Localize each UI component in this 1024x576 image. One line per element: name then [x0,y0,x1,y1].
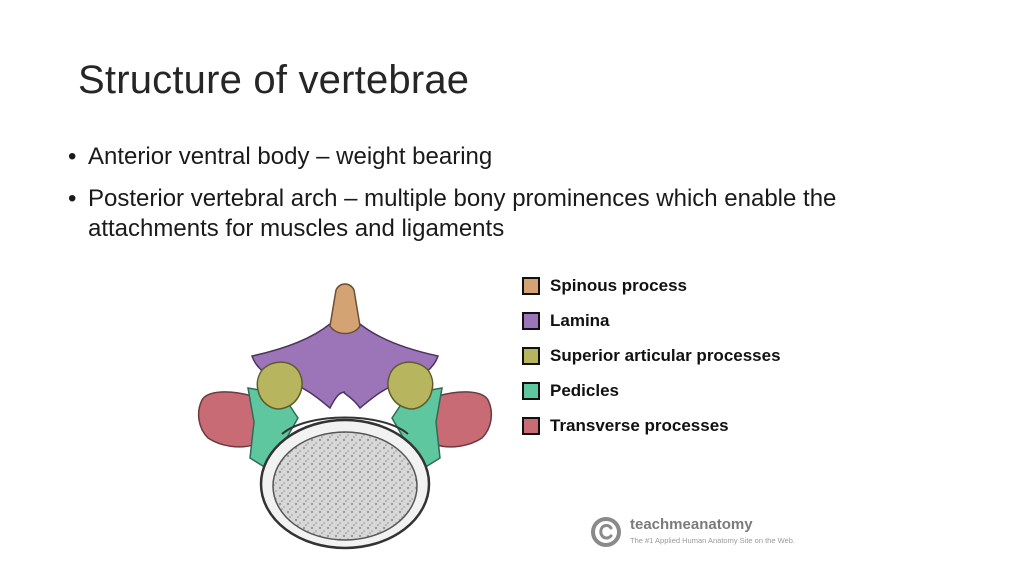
legend-swatch [522,416,540,435]
legend-swatch [522,381,540,400]
legend-label: Pedicles [550,380,619,400]
legend-item-superior-articular-processes: Superior articular processes [522,338,781,373]
figure-legend: Spinous process Lamina Superior articula… [522,268,781,443]
transverse-process-left [197,391,263,448]
bullet-text: Posterior vertebral arch – multiple bony… [88,185,837,242]
legend-label: Superior articular processes [550,345,781,365]
copyright-icon [591,517,621,547]
legend-swatch [522,346,540,365]
brand-watermark: teachmeanatomy The #1 Applied Human Anat… [590,514,830,550]
legend-item-spinous-process: Spinous process [522,268,781,303]
slide-title: Structure of vertebrae [78,58,470,102]
brand-name: teachmeanatomy [630,516,753,533]
legend-item-pedicles: Pedicles [522,373,781,408]
vertebra-illustration [197,283,493,550]
legend-item-lamina: Lamina [522,303,781,338]
bullet-item: • Anterior ventral body – weight bearing [68,142,948,172]
legend-swatch [522,311,540,330]
brand-tagline: The #1 Applied Human Anatomy Site on the… [630,536,795,545]
legend-item-transverse-processes: Transverse processes [522,408,781,443]
vertebral-foramen-edge [281,416,409,435]
spinous-process [329,283,361,335]
legend-label: Spinous process [550,275,687,295]
bullet-text: Anterior ventral body – weight bearing [88,143,493,170]
bullet-item: • Posterior vertebral arch – multiple bo… [68,184,948,244]
superior-articular-process-right [387,361,434,410]
lamina [251,323,439,410]
vertebral-body-core [272,431,418,541]
bullet-marker: • [68,143,77,170]
superior-articular-process-left [256,361,303,410]
legend-swatch [522,276,540,295]
bullet-marker: • [68,185,77,212]
legend-label: Transverse processes [550,415,729,435]
legend-label: Lamina [550,310,610,330]
bullet-list: • Anterior ventral body – weight bearing… [68,142,948,256]
transverse-process-right [427,391,493,448]
